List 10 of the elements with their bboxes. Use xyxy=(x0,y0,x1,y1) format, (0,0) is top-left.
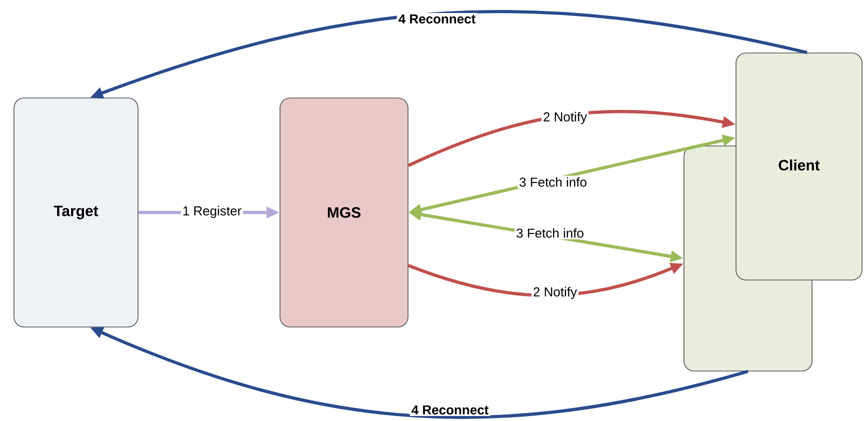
edge-label: 3 Fetch info xyxy=(514,226,586,240)
client-box: Client xyxy=(736,52,862,280)
edge-label: 1 Register xyxy=(180,204,244,220)
edge-label: 4 Reconnect xyxy=(410,404,490,416)
edge-label: 3 Fetch info xyxy=(518,176,588,188)
target-box: Target xyxy=(14,98,138,328)
edge-label: 4 Reconnect xyxy=(396,12,478,26)
edge-label: 2 Notify xyxy=(531,285,579,301)
mgs-box: MGS xyxy=(280,98,408,328)
edge-label: 2 Notify xyxy=(541,110,589,126)
